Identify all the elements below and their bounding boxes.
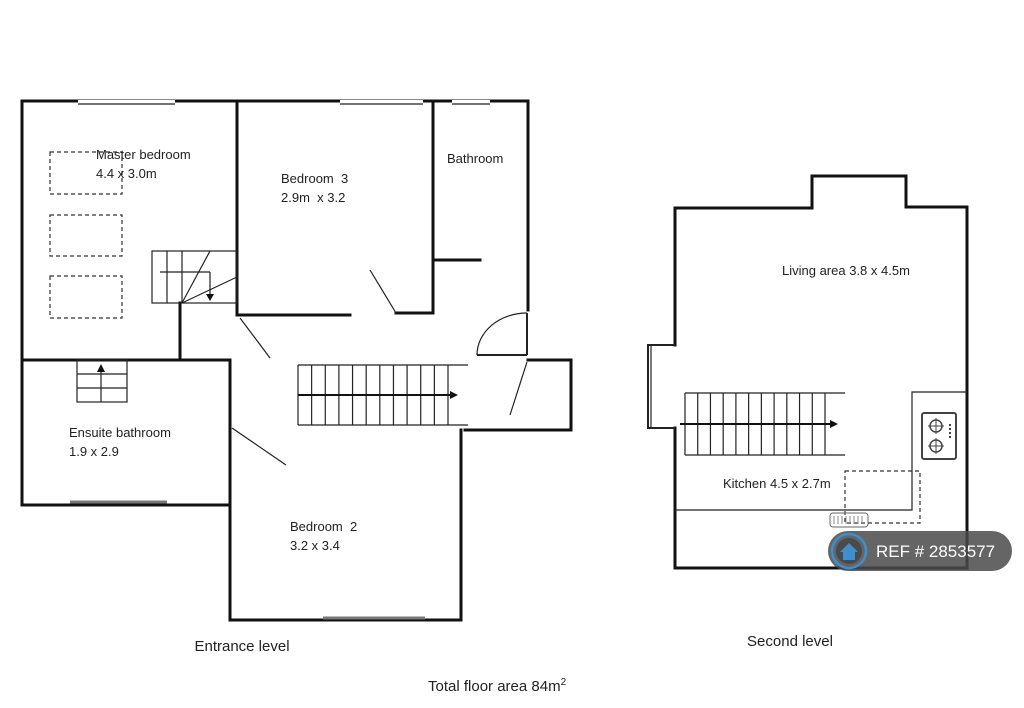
ref-badge: REF # 2853577 <box>828 531 1012 571</box>
furniture-outlines <box>49 151 123 319</box>
kitchen-counter <box>675 391 967 524</box>
stair-arrowhead <box>830 420 838 428</box>
entrance-level-plan: Master bedroom 4.4 x 3.0m Bedroom 3 2.9m… <box>20 99 573 655</box>
bedroom2-size: 3.2 x 3.4 <box>290 538 340 553</box>
master-staircase <box>151 250 238 304</box>
walls <box>647 174 969 570</box>
bedroom2-name: Bedroom 2 <box>290 519 357 534</box>
ref-number: REF # 2853577 <box>876 542 995 561</box>
ensuite-size: 1.9 x 2.9 <box>69 444 119 459</box>
total-floor-area: Total floor area 84m2 <box>428 677 567 695</box>
bathroom-name: Bathroom <box>447 151 503 166</box>
entrance-level-caption: Entrance level <box>194 638 289 655</box>
master-bedroom-size: 4.4 x 3.0m <box>96 166 157 181</box>
bedroom3-size: 2.9m x 3.2 <box>281 190 345 205</box>
radiator-icon <box>829 512 869 528</box>
walls <box>20 99 573 622</box>
home-icon <box>830 532 868 570</box>
stair-arrowhead <box>450 391 458 399</box>
living-area-name: Living area 3.8 x 4.5m <box>782 263 910 278</box>
kitchen-name: Kitchen 4.5 x 2.7m <box>723 476 831 491</box>
bedroom3-name: Bedroom 3 <box>281 171 348 186</box>
ensuite-staircase <box>76 359 128 403</box>
second-level-caption: Second level <box>747 633 833 650</box>
master-bedroom-name: Master bedroom <box>96 147 191 162</box>
doors <box>231 269 528 466</box>
hob-icon <box>921 412 957 460</box>
ensuite-name: Ensuite bathroom <box>69 425 171 440</box>
main-staircase <box>297 364 468 426</box>
second-level-plan: Living area 3.8 x 4.5m Kitchen 4.5 x 2.7… <box>647 174 969 650</box>
windows <box>70 100 490 620</box>
second-level-staircase <box>680 392 845 456</box>
